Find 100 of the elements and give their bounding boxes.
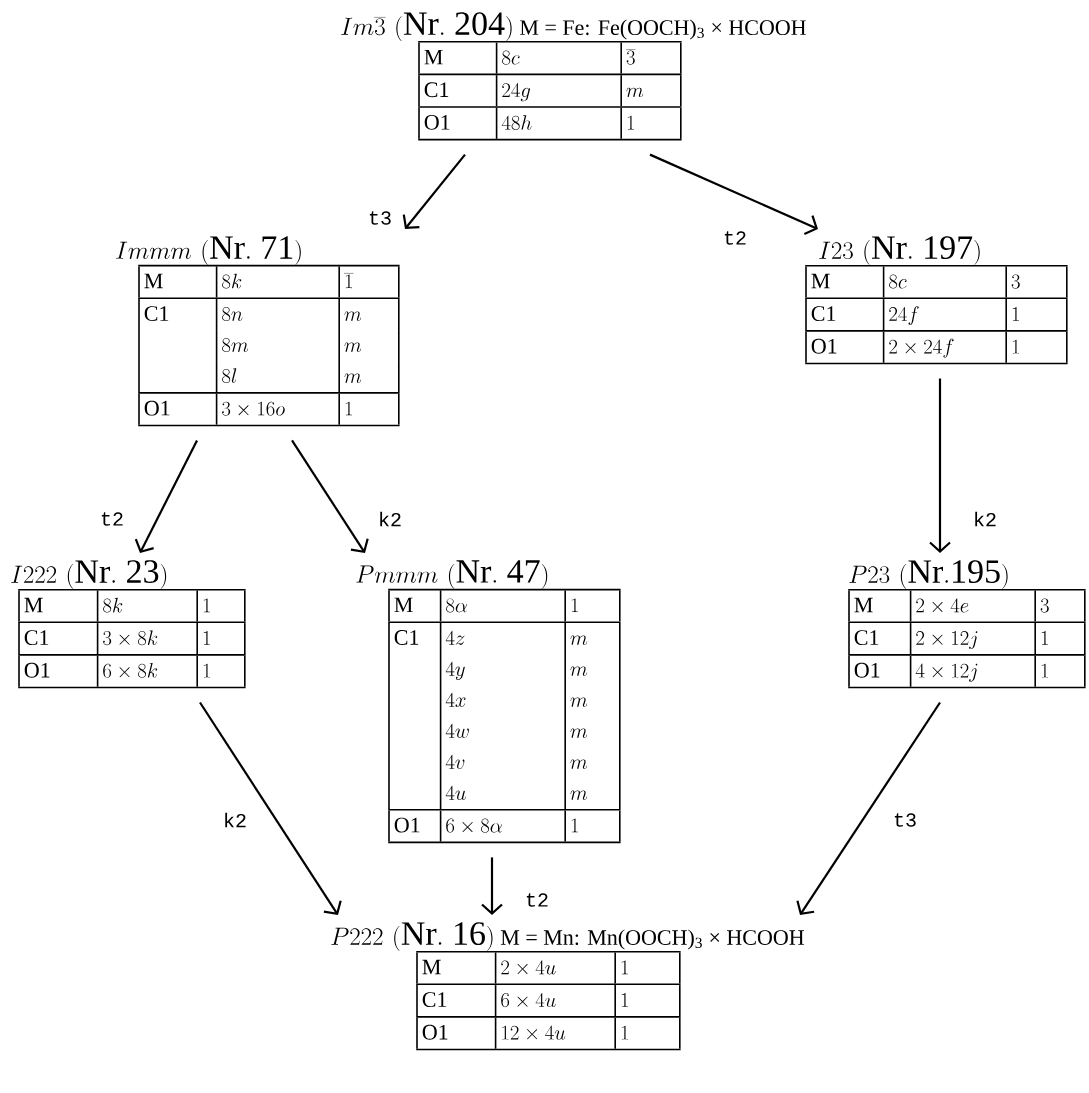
edge-label: t2	[99, 511, 125, 527]
node-label: $3 \times 8k$	[103, 630, 158, 646]
node-label: $24f$	[889, 306, 919, 326]
node-label: M	[24, 597, 43, 613]
edge-label: t2	[722, 230, 748, 246]
node-label: $m$	[626, 87, 644, 98]
node-label: $3$	[1040, 598, 1049, 613]
node-label: $4u$	[445, 785, 466, 800]
node-label: M	[394, 597, 413, 613]
node-label: $4z$	[445, 630, 465, 645]
node-label: $m$	[570, 697, 588, 707]
node-label: C1	[811, 306, 836, 322]
data-table: M $2 \times 4e$ $3$ C1 $2\times 12j$ $1$ O1 $4\times 12j$ $1$	[847, 588, 1087, 689]
node-label: $8c$	[889, 274, 907, 289]
node-label: O1	[422, 1024, 448, 1040]
node-label: $3$	[1011, 274, 1020, 289]
node-label: C1	[424, 82, 449, 98]
node-label: $8\alpha$	[446, 598, 468, 613]
arrow	[649, 153, 818, 235]
data-table: M $2 \times 4u$ $1$ C1 $6 \times 4u$ $1$ O1 $12\times 4u$ $1$	[415, 950, 682, 1051]
node-label: $12\times 4u$	[502, 1025, 566, 1040]
node-label: $4x$	[445, 692, 466, 707]
node-label: M	[422, 959, 441, 975]
node-label: $1$	[621, 1025, 628, 1040]
node-label: $m$	[344, 342, 362, 352]
arrow	[291, 439, 369, 553]
node-label: $m$	[570, 759, 588, 769]
node-label: $m$	[570, 666, 588, 676]
data-table: M $8k$ $\overline{1}$ C1 $8n$ $m$ $8m$ $m$ $8l$ $m$ O1 $3\times 16o$ $1$	[137, 264, 401, 427]
node-label: $8m$	[222, 338, 249, 353]
node-label: C1	[854, 630, 879, 646]
arrow	[134, 439, 198, 553]
node-label: $1$	[1041, 631, 1048, 645]
node-label: $m$	[570, 790, 588, 800]
node-label: $8c$	[502, 50, 520, 65]
edge-label: k2	[222, 811, 248, 829]
node-label: O1	[394, 817, 420, 833]
node-label: $6\times 8\alpha$	[446, 818, 502, 833]
node-label: $1$	[621, 960, 628, 975]
node-label: $1$	[621, 993, 628, 1007]
formula-note: M = Fe: Fe(OOCH)$_{3}$ × HCOOH	[520, 19, 806, 40]
edge-label: k2	[972, 510, 998, 528]
node-label: $1$	[1012, 339, 1019, 354]
group-heading: $P222\ (\mathrm{Nr.\ 16})$	[331, 922, 493, 951]
edge-label: t2	[524, 892, 550, 908]
group-heading: $I222\ (\mathrm{Nr.\ 23})$	[11, 560, 167, 589]
node-label: $2\times 24f$	[889, 338, 954, 358]
arrow	[929, 378, 951, 553]
node-label: $m$	[570, 635, 588, 645]
formula-note: M = Mn: Mn(OOCH)$_{3}$ × HCOOH	[500, 929, 804, 950]
node-label: M	[424, 49, 443, 65]
node-label: $1$	[571, 818, 578, 833]
node-label: O1	[854, 662, 880, 678]
node-label: $1$	[203, 598, 210, 613]
node-label: $1$	[1012, 307, 1019, 321]
node-label: $1$	[203, 631, 210, 645]
node-label: $1$	[571, 598, 578, 613]
data-table: M $8c$ $\overline{3}$ C1 $24g$ $m$ O1 $48h$ $1$	[417, 41, 683, 141]
edge-label: t3	[367, 210, 393, 226]
node-label: M	[811, 273, 830, 289]
node-label: $6 \times 4u$	[501, 992, 556, 1008]
arrow	[199, 701, 342, 915]
node-label: $4v$	[445, 754, 465, 769]
node-label: C1	[394, 630, 419, 645]
edge-label: t3	[892, 812, 918, 828]
node-label: O1	[424, 114, 450, 130]
group-heading: $I23\ (\mathrm{Nr.\ 197})$	[819, 236, 980, 265]
node-label: $2 \times 4e$	[916, 598, 969, 613]
group-heading: $Im\overline{3}\ (\mathrm{Nr.\ 204})$	[341, 12, 512, 42]
node-label: $m$	[344, 311, 362, 321]
node-label: $8k$	[222, 273, 242, 289]
group-heading: $P23\ (\mathrm{Nr.195})$	[849, 560, 1008, 589]
node-label: $8n$	[222, 307, 243, 322]
node-label: $2 \times 4u$	[501, 960, 556, 975]
node-label: $48h$	[501, 115, 532, 130]
data-table: M $8k$ $1$ C1 $3 \times 8k$ $1$ O1 $6 \times 8k$ $1$	[17, 588, 247, 689]
node-label: $6 \times 8k$	[103, 663, 158, 678]
node-label: $1$	[1041, 663, 1048, 678]
node-label: $1$	[345, 401, 352, 416]
node-label: O1	[811, 338, 837, 354]
node-label: $4w$	[445, 723, 469, 738]
node-label: $\overline{3}$	[625, 49, 636, 65]
node-label: $1$	[627, 115, 634, 130]
node-label: $2\times 12j$	[916, 631, 978, 650]
data-table: M $8\alpha$ $1$ C1 $4z$ $m$ $4y$ $m$ $4x$ $m$ $4w$ $m$ $4v$ $m$ $4u$ $m$ O1 $6\times 8\alpha$ $1$	[387, 588, 622, 844]
node-label: $m$	[344, 373, 362, 383]
node-label: C1	[422, 992, 447, 1008]
node-label: $1$	[203, 663, 210, 678]
arrow	[796, 701, 941, 915]
data-table: M $8c$ $3$ C1 $24f$ $1$ O1 $2\times 24f$ $1$	[804, 264, 1069, 365]
node-label: O1	[24, 662, 50, 678]
node-label: $8k$	[103, 597, 123, 613]
arrow	[481, 857, 503, 915]
node-label: C1	[144, 306, 169, 321]
edge-label: k2	[377, 510, 403, 528]
node-label: M	[854, 597, 873, 613]
node-label: $4y$	[445, 661, 465, 680]
group-heading: $Pmmm\ (\mathrm{Nr.\ 47})$	[356, 560, 548, 589]
node-label: $8l$	[222, 368, 237, 384]
arrow	[402, 153, 466, 229]
